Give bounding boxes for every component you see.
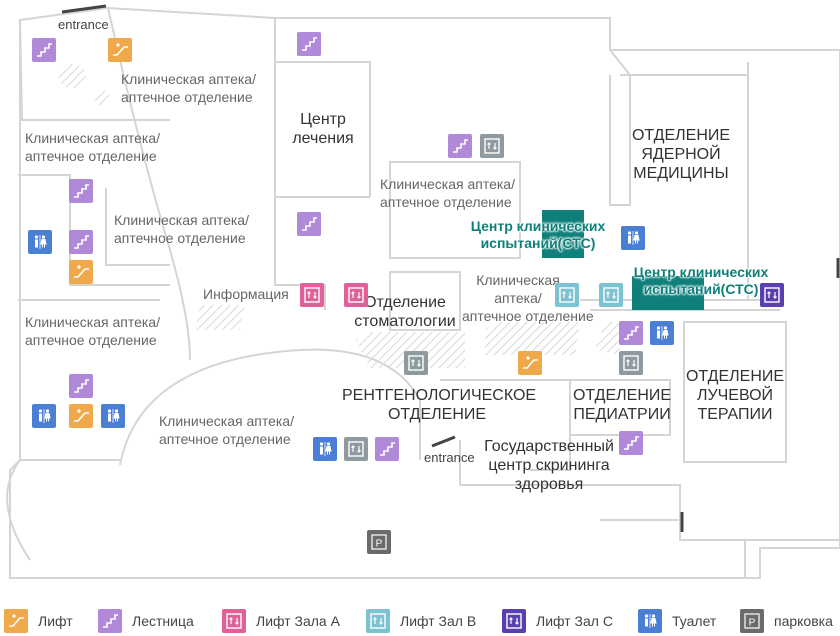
room-label-ctc-1[interactable]: Центр клинических испытаний(СТС) xyxy=(470,218,606,251)
svg-text:P: P xyxy=(376,539,383,550)
room-label-radiology[interactable]: РЕНТГЕНОЛОГИЧЕСКОЕ ОТДЕЛЕНИЕ xyxy=(342,387,537,423)
legend-label-lift-a: Лифт Зала А xyxy=(256,613,340,629)
room-label-pharmacy-4[interactable]: Клиническая аптека/ аптечное отделение xyxy=(25,314,160,348)
lift-hall-c-icon xyxy=(502,609,526,633)
legend-item-lift-b: Лифт Зал В xyxy=(366,606,476,636)
room-label-pharmacy-5[interactable]: Клиническая аптека/ аптечное отделение xyxy=(159,413,294,447)
room-label-pharmacy-2[interactable]: Клиническая аптека/ аптечное отделение xyxy=(25,130,160,164)
legend-label-lift-c: Лифт Зал С xyxy=(536,613,613,629)
lift-hall-a-icon xyxy=(222,609,246,633)
elevator-icon[interactable] xyxy=(480,134,504,158)
toilet-icon[interactable] xyxy=(650,321,674,345)
legend-item-lift-a: Лифт Зала А xyxy=(222,606,340,636)
legend-label-stairs: Лестница xyxy=(132,613,194,629)
ctc-highlight-block-1 xyxy=(542,210,584,258)
room-label-nuclear-medicine[interactable]: ОТДЕЛЕНИЕ ЯДЕРНОЙ МЕДИЦИНЫ xyxy=(631,127,731,182)
legend-label-parking: парковка xyxy=(774,613,833,629)
lift-hall-b-icon[interactable] xyxy=(555,283,579,307)
stairs-icon[interactable] xyxy=(69,179,93,203)
toilet-icon[interactable] xyxy=(313,437,337,461)
room-label-pharmacy-6[interactable]: Клиническая аптека/ аптечное отделение xyxy=(380,176,515,210)
svg-text:P: P xyxy=(749,618,756,629)
stairs-icon[interactable] xyxy=(297,32,321,56)
lift-hall-a-icon[interactable] xyxy=(344,283,368,307)
room-label-pharmacy-1[interactable]: Клиническая аптека/ аптечное отделение xyxy=(121,71,256,105)
legend-item-parking: P парковка xyxy=(740,606,833,636)
lift-icon[interactable] xyxy=(69,404,93,428)
toilet-icon[interactable] xyxy=(101,404,125,428)
legend-label-lift-b: Лифт Зал В xyxy=(400,613,477,629)
lift-icon[interactable] xyxy=(69,260,93,284)
stairs-icon[interactable] xyxy=(619,431,643,455)
legend-label-lift: Лифт xyxy=(38,613,73,629)
entrance-label-middle: entrance xyxy=(424,450,475,465)
room-label-treatment-center[interactable]: Центр лечения xyxy=(292,111,354,147)
elevator-icon[interactable] xyxy=(404,351,428,375)
map-legend: Лифт Лестница Лифт Зала А Лифт Зал В Лиф… xyxy=(0,606,840,636)
lift-hall-c-icon[interactable] xyxy=(760,283,784,307)
lift-icon xyxy=(4,609,28,633)
toilet-icon[interactable] xyxy=(32,404,56,428)
stairs-icon[interactable] xyxy=(32,38,56,62)
stairs-icon[interactable] xyxy=(448,134,472,158)
toilet-icon[interactable] xyxy=(28,230,52,254)
stairs-icon[interactable] xyxy=(69,230,93,254)
room-label-screening-center[interactable]: Государственный центр скрининга здоровья xyxy=(484,438,614,493)
lift-hall-a-icon[interactable] xyxy=(300,283,324,307)
legend-item-lift: Лифт xyxy=(4,606,73,636)
parking-icon: P xyxy=(740,609,764,633)
room-label-pharmacy-7[interactable]: Клиническая аптека/ аптечное отделение xyxy=(462,272,594,324)
toilet-icon xyxy=(638,609,662,633)
legend-item-lift-c: Лифт Зал С xyxy=(502,606,613,636)
lift-hall-b-icon[interactable] xyxy=(599,283,623,307)
stairs-icon[interactable] xyxy=(69,374,93,398)
room-label-information[interactable]: Информация xyxy=(203,286,289,302)
toilet-icon[interactable] xyxy=(621,226,645,250)
lift-icon[interactable] xyxy=(518,351,542,375)
elevator-icon[interactable] xyxy=(619,351,643,375)
stairs-icon xyxy=(98,609,122,633)
legend-label-toilet: Туалет xyxy=(672,613,717,629)
legend-item-stairs: Лестница xyxy=(98,606,194,636)
entrance-label-top: entrance xyxy=(58,17,109,32)
elevator-icon[interactable] xyxy=(344,437,368,461)
legend-item-toilet: Туалет xyxy=(638,606,716,636)
room-label-radiation-therapy[interactable]: ОТДЕЛЕНИЕ ЛУЧЕВОЙ ТЕРАПИИ xyxy=(685,368,785,423)
parking-icon[interactable]: P xyxy=(367,530,391,554)
room-label-ctc-2[interactable]: Центр клинических испытаний(СТС) xyxy=(633,264,769,297)
stairs-icon[interactable] xyxy=(297,212,321,236)
lift-icon[interactable] xyxy=(108,38,132,62)
room-label-pharmacy-3[interactable]: Клиническая аптека/ аптечное отделение xyxy=(114,212,249,246)
stairs-icon[interactable] xyxy=(619,321,643,345)
room-label-pediatrics[interactable]: ОТДЕЛЕНИЕ ПЕДИАТРИИ xyxy=(572,387,672,423)
stairs-icon[interactable] xyxy=(375,437,399,461)
lift-hall-b-icon xyxy=(366,609,390,633)
room-label-dentistry[interactable]: Отделение стоматологии xyxy=(354,294,456,330)
ctc-highlight-block-2 xyxy=(632,276,704,310)
